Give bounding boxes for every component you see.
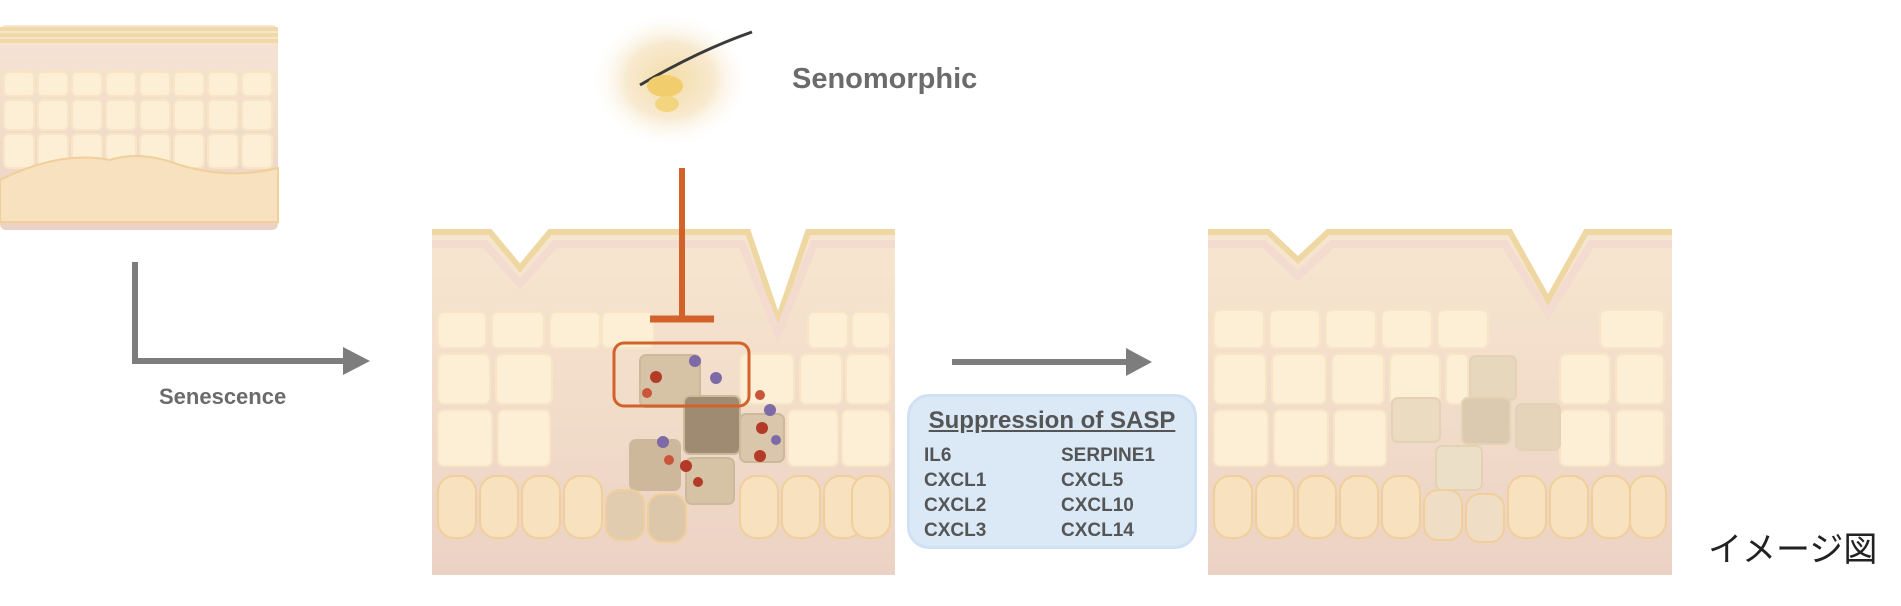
sasp-gene-column-left: IL6 CXCL1 CXCL2 CXCL3 xyxy=(924,443,1061,543)
sasp-gene: CXCL3 xyxy=(924,520,987,541)
basal-layer xyxy=(0,155,279,223)
senomorphic-label: Senomorphic xyxy=(792,63,977,95)
senescent-cells-faded xyxy=(1391,355,1561,491)
stratum-corneum xyxy=(0,27,278,68)
young-skin-tile xyxy=(0,25,279,230)
restored-skin-tile xyxy=(1208,229,1672,575)
sasp-factors xyxy=(642,355,781,487)
senescence-label: Senescence xyxy=(159,384,286,409)
senescence-arrow xyxy=(132,262,370,375)
sasp-gene-list: IL6 CXCL1 CXCL2 CXCL3 SERPINE1 CXCL5 CXC… xyxy=(924,443,1180,543)
sasp-gene: CXCL14 xyxy=(1061,520,1134,541)
senomorphic-drop-image xyxy=(590,12,753,148)
sasp-title: Suppression of SASP xyxy=(928,407,1176,434)
progression-arrow xyxy=(952,348,1152,376)
keratinocyte-cells xyxy=(1213,309,1665,467)
sasp-gene: CXCL1 xyxy=(924,470,987,491)
sasp-gene: CXCL5 xyxy=(1061,470,1124,491)
basal-cells xyxy=(437,475,891,543)
sasp-gene: SERPINE1 xyxy=(1061,445,1155,466)
sasp-gene: CXCL2 xyxy=(924,495,987,516)
keratinocyte-cells xyxy=(3,71,273,169)
sasp-gene-column-right: SERPINE1 CXCL5 CXCL10 CXCL14 xyxy=(1061,443,1155,543)
basal-cells xyxy=(1213,475,1667,543)
keratinocyte-cells xyxy=(437,311,891,467)
sasp-gene: IL6 xyxy=(924,445,952,466)
sasp-suppression-panel: Suppression of SASP IL6 CXCL1 CXCL2 CXCL… xyxy=(907,394,1197,549)
aged-skin-tile xyxy=(432,229,895,575)
sasp-gene: CXCL10 xyxy=(1061,495,1134,516)
illustration-note: イメージ図 xyxy=(1708,530,1878,570)
inhibition-symbol xyxy=(612,168,751,408)
